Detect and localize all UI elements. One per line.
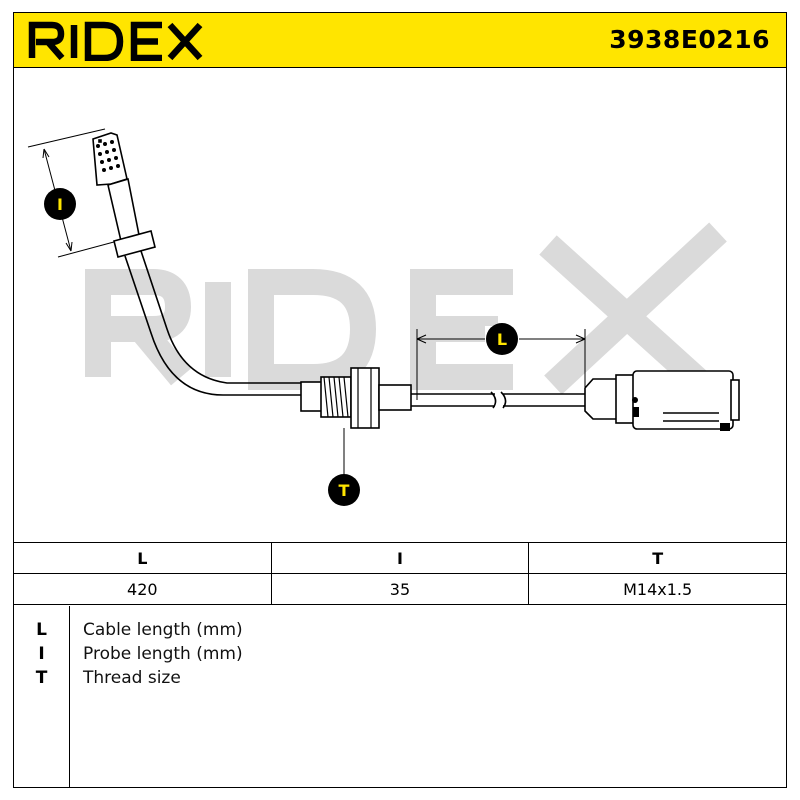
ridex-logo [28,21,203,61]
legend-key: T [35,668,48,688]
spec-value-I: 35 [270,573,530,605]
legend-text: Cable length (mm) [83,620,243,640]
callout-l-badge: I [44,188,76,220]
callout-T-label: T [339,481,350,500]
legend-row: I Probe length (mm) [14,642,786,666]
part-number: 3938E0216 [609,25,770,54]
callout-L-badge: L [485,323,519,355]
legend-divider [69,606,70,787]
legend-text: Probe length (mm) [83,644,243,664]
spec-value-T: M14x1.5 [528,573,787,605]
spec-header-T: T [528,542,787,574]
header-bar: 3938E0216 [13,12,787,68]
spec-header-L: L [13,542,272,574]
spec-value-L: 420 [13,573,272,605]
legend: L Cable length (mm) I Probe length (mm) … [13,606,787,788]
legend-text: Thread size [83,668,181,688]
connector [584,370,740,430]
ridex-watermark [85,222,727,395]
callout-l-label: I [57,195,63,214]
cable [411,391,587,409]
probe-tip [92,132,140,243]
thread-fitting [300,367,412,429]
connector-latch [632,397,730,431]
legend-row: L Cable length (mm) [14,618,786,642]
callout-T-badge: T [328,474,360,506]
spec-table-header-row: L I T [13,542,787,574]
legend-row: T Thread size [14,666,786,690]
spec-table-value-row: 420 35 M14x1.5 [13,573,787,605]
legend-key: L [36,620,47,640]
legend-key: I [38,644,45,664]
probe-tube [124,250,305,396]
spec-table: L I T 420 35 M14x1.5 [13,542,787,605]
sensor-drawing: I [27,128,740,506]
spec-header-I: I [270,542,530,574]
probe-collar [113,230,156,258]
thread-lines [323,368,372,428]
probe-holes [96,140,120,172]
callout-L-label: L [497,330,507,349]
